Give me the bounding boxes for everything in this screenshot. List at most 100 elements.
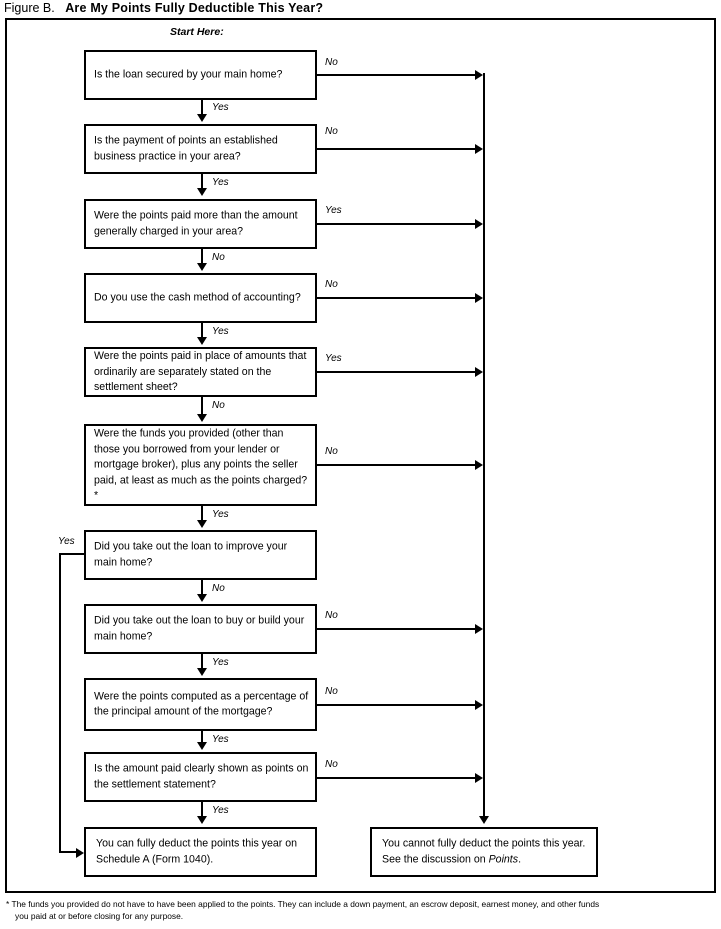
edge-label-q5-down: No <box>212 400 225 411</box>
arrowhead-q9-q10 <box>197 742 207 750</box>
edge-label-q8-side: No <box>325 610 338 621</box>
figure-label: Figure B. <box>4 1 55 15</box>
terminal-text-cannot-deduct: You cannot fully deduct the points this … <box>382 837 594 868</box>
footnote-marker: * <box>6 899 10 909</box>
edge-label-q2-down: Yes <box>212 177 229 188</box>
edge-label-q6-down: Yes <box>212 509 229 520</box>
edge-label-q7-side: Yes <box>58 536 75 547</box>
branch-line-q9-no <box>317 704 480 706</box>
arrowhead-q10-terminal <box>197 816 207 824</box>
connector-q2-q3 <box>201 174 203 190</box>
edge-label-q2-side: No <box>325 126 338 137</box>
decision-box-q1[interactable]: Is the loan secured by your main home? <box>84 50 317 100</box>
edge-label-q4-side: No <box>325 279 338 290</box>
connector-q8-q9 <box>201 654 203 670</box>
branch-line-q8-no <box>317 628 480 630</box>
connector-q10-terminal <box>201 802 203 818</box>
footnote-line1: The funds you provided do not have to ha… <box>11 899 600 909</box>
arrowhead-q6-no <box>475 460 483 470</box>
decision-box-q7[interactable]: Did you take out the loan to improve you… <box>84 530 317 580</box>
arrowhead-q8-no <box>475 624 483 634</box>
terminal-cannot-after: . <box>518 853 522 865</box>
decision-text-q5: Were the points paid in place of amounts… <box>94 349 307 393</box>
arrowhead-collector-terminal <box>479 816 489 824</box>
page-title: Are My Points Fully Deductible This Year… <box>65 1 324 15</box>
return-line-q7-yes-top <box>59 553 85 555</box>
arrowhead-q9-no <box>475 700 483 710</box>
decision-box-q8[interactable]: Did you take out the loan to buy or buil… <box>84 604 317 654</box>
arrowhead-q1-no <box>475 70 483 80</box>
edge-label-q1-down: Yes <box>212 102 229 113</box>
terminal-box-can-deduct[interactable]: You can fully deduct the points this yea… <box>84 827 317 877</box>
arrowhead-q4-no <box>475 293 483 303</box>
decision-text-q6: Were the funds you provided (other than … <box>94 427 308 502</box>
footnote: * The funds you provided do not have to … <box>6 899 718 922</box>
arrowhead-q10-no <box>475 773 483 783</box>
decision-text-q2: Is the payment of points an established … <box>94 134 278 163</box>
edge-label-q9-side: No <box>325 686 338 697</box>
arrowhead-q3-yes <box>475 219 483 229</box>
arrowhead-q5-yes <box>475 367 483 377</box>
arrowhead-q4-q5 <box>197 337 207 345</box>
decision-box-q3[interactable]: Were the points paid more than the amoun… <box>84 199 317 249</box>
branch-line-q4-no <box>317 297 480 299</box>
decision-text-q1: Is the loan secured by your main home? <box>94 68 283 81</box>
arrowhead-q3-q4 <box>197 263 207 271</box>
edge-label-q9-down: Yes <box>212 734 229 745</box>
connector-q3-q4 <box>201 249 203 265</box>
connector-q9-q10 <box>201 731 203 744</box>
branch-line-q6-no <box>317 464 480 466</box>
edge-label-q4-down: Yes <box>212 326 229 337</box>
decision-text-q7: Did you take out the loan to improve you… <box>94 540 288 569</box>
arrowhead-q8-q9 <box>197 668 207 676</box>
decision-text-q4: Do you use the cash method of accounting… <box>94 291 301 304</box>
edge-label-q8-down: Yes <box>212 657 229 668</box>
arrowhead-q7-yes <box>76 848 84 858</box>
arrowhead-q5-q6 <box>197 414 207 422</box>
connector-q7-q8 <box>201 580 203 596</box>
figure-caption: Figure B. Are My Points Fully Deductible… <box>4 1 323 15</box>
edge-label-q7-down: No <box>212 583 225 594</box>
edge-label-q1-side: No <box>325 57 338 68</box>
connector-q6-q7 <box>201 506 203 522</box>
decision-box-q9[interactable]: Were the points computed as a percentage… <box>84 678 317 731</box>
edge-label-q3-side: Yes <box>325 205 342 216</box>
edge-label-q10-down: Yes <box>212 805 229 816</box>
terminal-cannot-before: You cannot fully deduct the points this … <box>382 837 586 866</box>
branch-line-q5-yes <box>317 371 480 373</box>
decision-text-q3: Were the points paid more than the amoun… <box>94 209 298 238</box>
branch-line-q10-no <box>317 777 480 779</box>
terminal-text-can-deduct: You can fully deduct the points this yea… <box>96 837 298 866</box>
start-here-label: Start Here: <box>170 26 224 38</box>
collector-line-right <box>483 73 485 818</box>
footnote-line2: you paid at or before closing for any pu… <box>15 910 184 921</box>
decision-text-q9: Were the points computed as a percentage… <box>94 690 309 718</box>
arrowhead-q6-q7 <box>197 520 207 528</box>
arrowhead-q2-q3 <box>197 188 207 196</box>
terminal-box-cannot-deduct[interactable]: You cannot fully deduct the points this … <box>370 827 598 877</box>
edge-label-q5-side: Yes <box>325 353 342 364</box>
branch-line-q1-no <box>317 74 480 76</box>
decision-box-q6[interactable]: Were the funds you provided (other than … <box>84 424 317 506</box>
decision-box-q5[interactable]: Were the points paid in place of amounts… <box>84 347 317 397</box>
decision-text-q8: Did you take out the loan to buy or buil… <box>94 614 305 643</box>
connector-q1-q2 <box>201 100 203 116</box>
figure-frame <box>5 18 716 893</box>
connector-q4-q5 <box>201 323 203 339</box>
arrowhead-q2-no <box>475 144 483 154</box>
return-line-q7-yes-vertical <box>59 553 61 852</box>
arrowhead-q7-q8 <box>197 594 207 602</box>
edge-label-q3-down: No <box>212 252 225 263</box>
branch-line-q2-no <box>317 148 480 150</box>
decision-box-q2[interactable]: Is the payment of points an established … <box>84 124 317 174</box>
branch-line-q3-yes <box>317 223 480 225</box>
return-line-q7-yes-bottom <box>59 851 81 853</box>
decision-box-q4[interactable]: Do you use the cash method of accounting… <box>84 273 317 323</box>
decision-text-q10: Is the amount paid clearly shown as poin… <box>94 762 309 791</box>
edge-label-q6-side: No <box>325 446 338 457</box>
connector-q5-q6 <box>201 397 203 416</box>
arrowhead-q1-q2 <box>197 114 207 122</box>
terminal-cannot-italic: Points <box>488 853 519 865</box>
decision-box-q10[interactable]: Is the amount paid clearly shown as poin… <box>84 752 317 802</box>
edge-label-q10-side: No <box>325 759 338 770</box>
